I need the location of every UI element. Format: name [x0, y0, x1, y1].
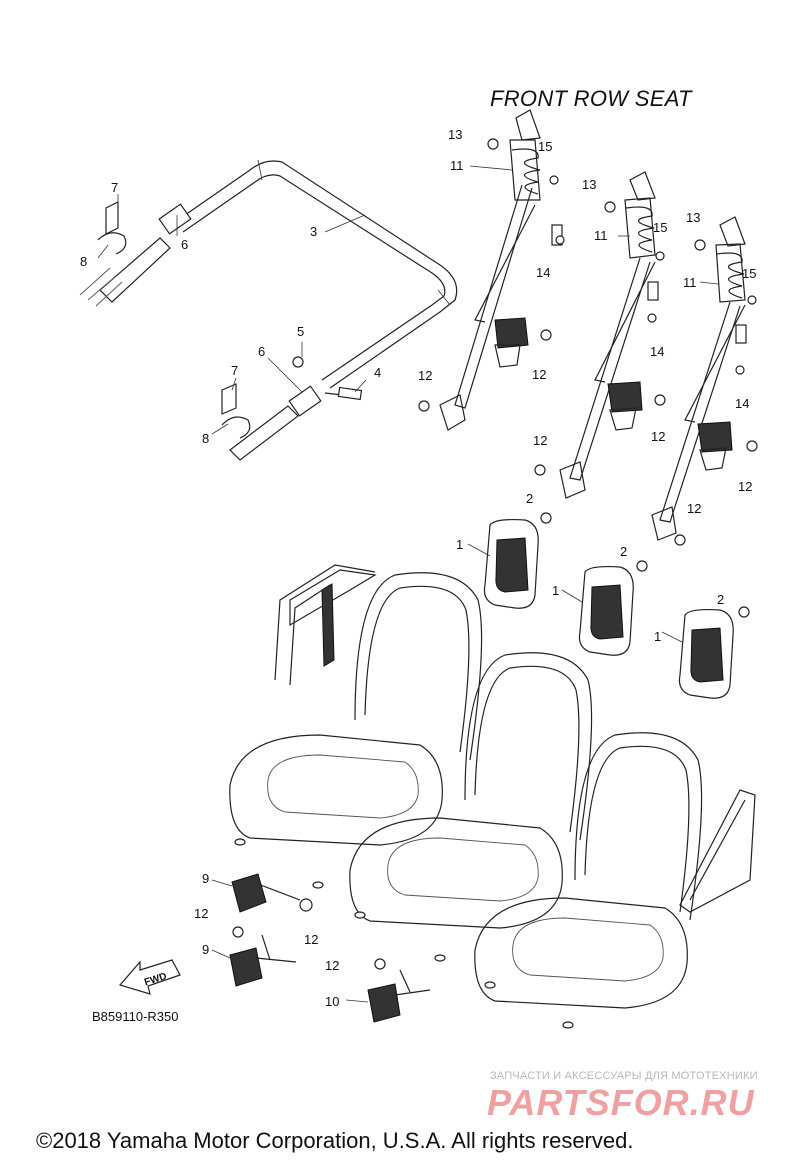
- callout-11: 11: [594, 228, 608, 243]
- watermark-tagline: ЗАПЧАСТИ И АКСЕССУАРЫ ДЛЯ МОТОТЕХНИКИ: [490, 1070, 758, 1082]
- callout-12: 12: [325, 958, 339, 973]
- headrest-left[interactable]: [483, 518, 539, 609]
- callout-7: 7: [111, 180, 118, 195]
- callout-12: 12: [651, 429, 665, 444]
- bolts: [418, 138, 758, 618]
- callout-12: 12: [533, 433, 547, 448]
- callout-7: 7: [231, 363, 238, 378]
- callout-12: 12: [418, 368, 432, 383]
- seat-center[interactable]: [349, 652, 593, 929]
- callout-15: 15: [742, 266, 756, 281]
- callout-9: 9: [202, 942, 209, 957]
- buckle-middle[interactable]: [229, 926, 297, 987]
- headrest-center[interactable]: [578, 565, 634, 656]
- callout-13: 13: [448, 127, 462, 142]
- callout-6: 6: [258, 344, 265, 359]
- callout-9: 9: [202, 871, 209, 886]
- grab-bar-right-end: [221, 356, 363, 461]
- callout-2: 2: [526, 491, 533, 506]
- buckle-lower[interactable]: [367, 958, 431, 1023]
- seat-belt-left[interactable]: [439, 109, 563, 431]
- callout-10: 10: [325, 994, 339, 1009]
- seat-left[interactable]: [229, 564, 483, 846]
- callout-15: 15: [538, 139, 552, 154]
- callout-12: 12: [304, 932, 318, 947]
- grab-bar[interactable]: [174, 159, 458, 389]
- diagram-code: B859110-R350: [92, 1009, 179, 1024]
- seat-belt-center[interactable]: [559, 171, 665, 499]
- callout-12: 12: [532, 367, 546, 382]
- callout-13: 13: [686, 210, 700, 225]
- copyright-notice: ©2018 Yamaha Motor Corporation, U.S.A. A…: [36, 1128, 634, 1153]
- callout-12: 12: [687, 501, 701, 516]
- callout-11: 11: [683, 275, 697, 290]
- watermark-logo: PARTSFOR.RU: [487, 1082, 755, 1123]
- callout-14: 14: [650, 344, 664, 359]
- callout-3: 3: [310, 224, 317, 239]
- callout-12: 12: [194, 906, 208, 921]
- callout-6: 6: [181, 237, 188, 252]
- callout-1: 1: [654, 629, 661, 644]
- seat-belt-right[interactable]: [651, 216, 757, 541]
- callout-5: 5: [297, 324, 304, 339]
- forward-direction-arrow: FWD: [118, 959, 181, 995]
- callout-1: 1: [552, 583, 559, 598]
- diagram-title: FRONT ROW SEAT: [490, 86, 692, 111]
- callout-numbers: 1 1 1 2 2 2 3 4 5 6 6 7 7 8 8 9 9 10 11 …: [80, 127, 756, 1009]
- callout-14: 14: [735, 396, 749, 411]
- seat-right[interactable]: [474, 732, 756, 1009]
- callout-1: 1: [456, 537, 463, 552]
- callout-15: 15: [653, 220, 667, 235]
- callout-8: 8: [202, 431, 209, 446]
- buckle-upper[interactable]: [231, 873, 313, 913]
- leader-lines: [97, 165, 719, 1003]
- callout-13: 13: [582, 177, 596, 192]
- grab-bar-left-end: [79, 201, 192, 307]
- callout-8: 8: [80, 254, 87, 269]
- seat-feet: [234, 838, 574, 1029]
- callout-12: 12: [738, 479, 752, 494]
- callout-2: 2: [717, 592, 724, 607]
- headrest-right[interactable]: [678, 608, 734, 699]
- callout-11: 11: [450, 158, 464, 173]
- callout-4: 4: [374, 365, 381, 380]
- callout-2: 2: [620, 544, 627, 559]
- callout-14: 14: [536, 265, 550, 280]
